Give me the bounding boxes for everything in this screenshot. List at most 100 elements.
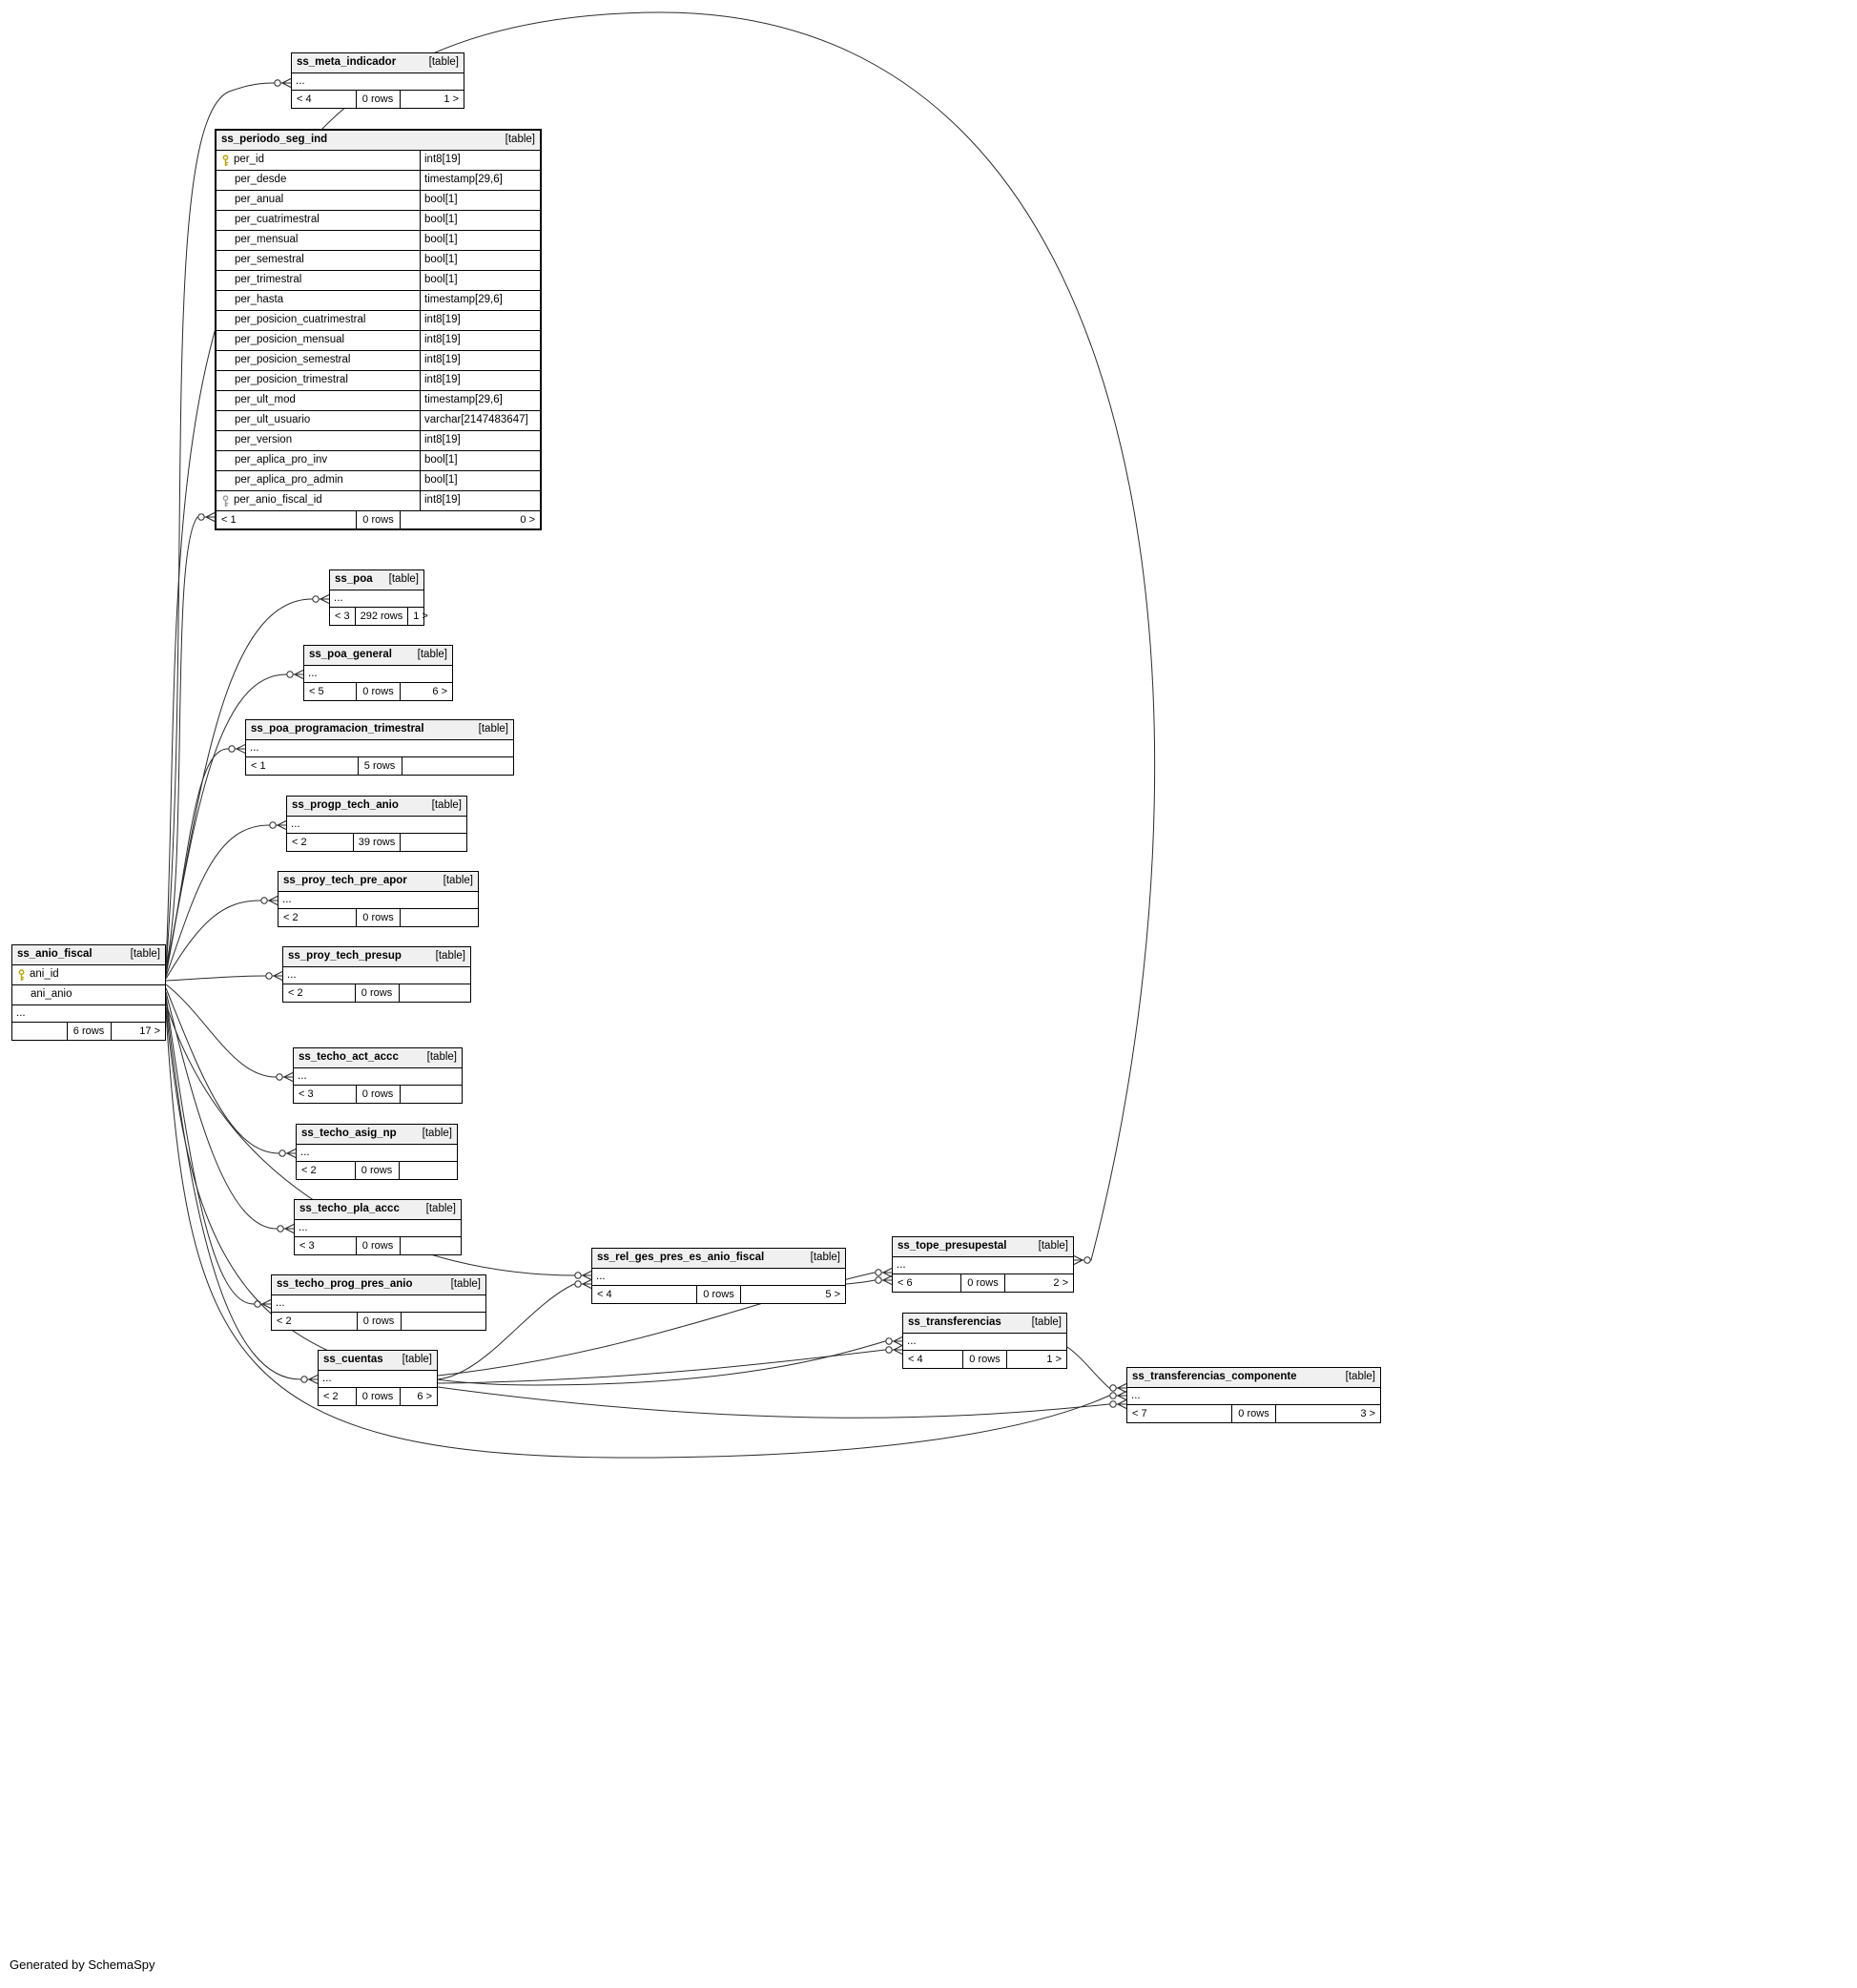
column-name-cell: per_version [217, 431, 420, 450]
table-header: ss_anio_fiscal[table] [12, 945, 165, 965]
table-name: ss_transferencias [908, 1316, 1001, 1329]
column-name-cell: per_trimestral [217, 271, 420, 290]
column-name-cell: ... [272, 1295, 485, 1312]
edge-anio_fiscal-techo_prog_pres_anio [165, 995, 271, 1305]
footer-rows: 0 rows [961, 1274, 1005, 1292]
column-row-...: ... [319, 1371, 437, 1388]
column-name: per_version [235, 434, 293, 446]
zero-many-circle-icon [228, 745, 236, 753]
primary-key-icon [222, 154, 229, 166]
crowfoot-icon [582, 1279, 592, 1289]
column-row-...: ... [294, 1068, 462, 1086]
edge-anio_fiscal-techo_pla_accc [165, 991, 294, 1230]
footer-rows: 0 rows [356, 984, 400, 1002]
footer-fk: < 2 [319, 1388, 357, 1405]
column-row-...: ... [297, 1145, 457, 1162]
edge-anio_fiscal-proy_tech_pre_apor [165, 900, 278, 980]
column-name-cell: per_cuatrimestral [217, 211, 420, 230]
table-node-ss_rel_ges_pres_es_anio_fiscal[interactable]: ss_rel_ges_pres_es_anio_fiscal[table]...… [591, 1248, 846, 1304]
column-row-per_hasta: per_hasta timestamp[29,6] [217, 291, 540, 311]
crowfoot-icon [277, 820, 287, 830]
table-name: ss_rel_ges_pres_es_anio_fiscal [597, 1252, 765, 1264]
column-name-cell: per_posicion_trimestral [217, 371, 420, 390]
crowfoot-icon [283, 1072, 294, 1082]
footer-fk: < 4 [292, 91, 357, 108]
column-name-cell: ... [295, 1220, 461, 1236]
column-name: ... [296, 74, 305, 87]
column-row-...: ... [295, 1220, 461, 1237]
edge-anio_fiscal-transferencias [165, 1006, 902, 1386]
table-name: ss_meta_indicador [297, 56, 397, 69]
column-name-cell: per_hasta [217, 291, 420, 310]
column-name: per_hasta [235, 294, 284, 306]
footer-children: 1 > [444, 93, 459, 105]
column-row-...: ... [1127, 1388, 1380, 1405]
crowfoot-icon [320, 594, 330, 604]
table-name: ss_proy_tech_pre_apor [283, 875, 407, 887]
column-name: per_trimestral [235, 274, 302, 286]
footer-fk: < 1 [217, 511, 357, 528]
zero-many-circle-icon [875, 1269, 882, 1276]
column-type: bool[1] [420, 271, 540, 290]
column-name-cell: ... [294, 1068, 462, 1085]
crowfoot-icon [261, 1299, 272, 1309]
column-row-...: ... [287, 817, 466, 834]
footer-children: 3 > [1360, 1407, 1375, 1419]
edge-anio_fiscal-periodo_seg_ind [165, 516, 215, 968]
column-name-cell: per_aplica_pro_inv [217, 451, 420, 470]
column-type: int8[19] [420, 351, 540, 370]
table-name: ss_proy_tech_presup [288, 950, 402, 963]
zero-many-circle-icon [276, 1073, 283, 1081]
column-name: ... [287, 968, 297, 981]
table-header: ss_transferencias_componente[table] [1127, 1368, 1380, 1388]
column-type: timestamp[29,6] [420, 291, 540, 310]
footer-children [402, 757, 514, 775]
zero-many-circle-icon [277, 1225, 284, 1232]
table-node-ss_transferencias_componente[interactable]: ss_transferencias_componente[table]...< … [1126, 1367, 1381, 1423]
edge-cuentas-transferencias_componente [437, 1386, 1126, 1419]
zero-many-circle-icon [1083, 1256, 1091, 1264]
table-node-ss_poa_programacion_trimestral[interactable]: ss_poa_programacion_trimestral[table]...… [245, 719, 514, 776]
footer-rows: 0 rows [358, 1313, 402, 1330]
column-type: timestamp[29,6] [420, 391, 540, 410]
column-name-cell: ... [1127, 1388, 1380, 1404]
footer-fk: < 3 [295, 1237, 357, 1254]
generator-credit: Generated by SchemaSpy [10, 1957, 155, 1972]
table-name: ss_anio_fiscal [17, 948, 93, 961]
column-type: int8[19] [420, 491, 540, 510]
table-header: ss_techo_prog_pres_anio[table] [272, 1275, 485, 1295]
table-name: ss_poa [335, 573, 373, 586]
footer-children [402, 1313, 486, 1330]
column-name: per_posicion_trimestral [235, 374, 348, 386]
table-header: ss_rel_ges_pres_es_anio_fiscal[table] [592, 1249, 845, 1269]
crowfoot-icon [1073, 1255, 1083, 1265]
edge-anio_fiscal-proy_tech_presup [165, 975, 282, 982]
